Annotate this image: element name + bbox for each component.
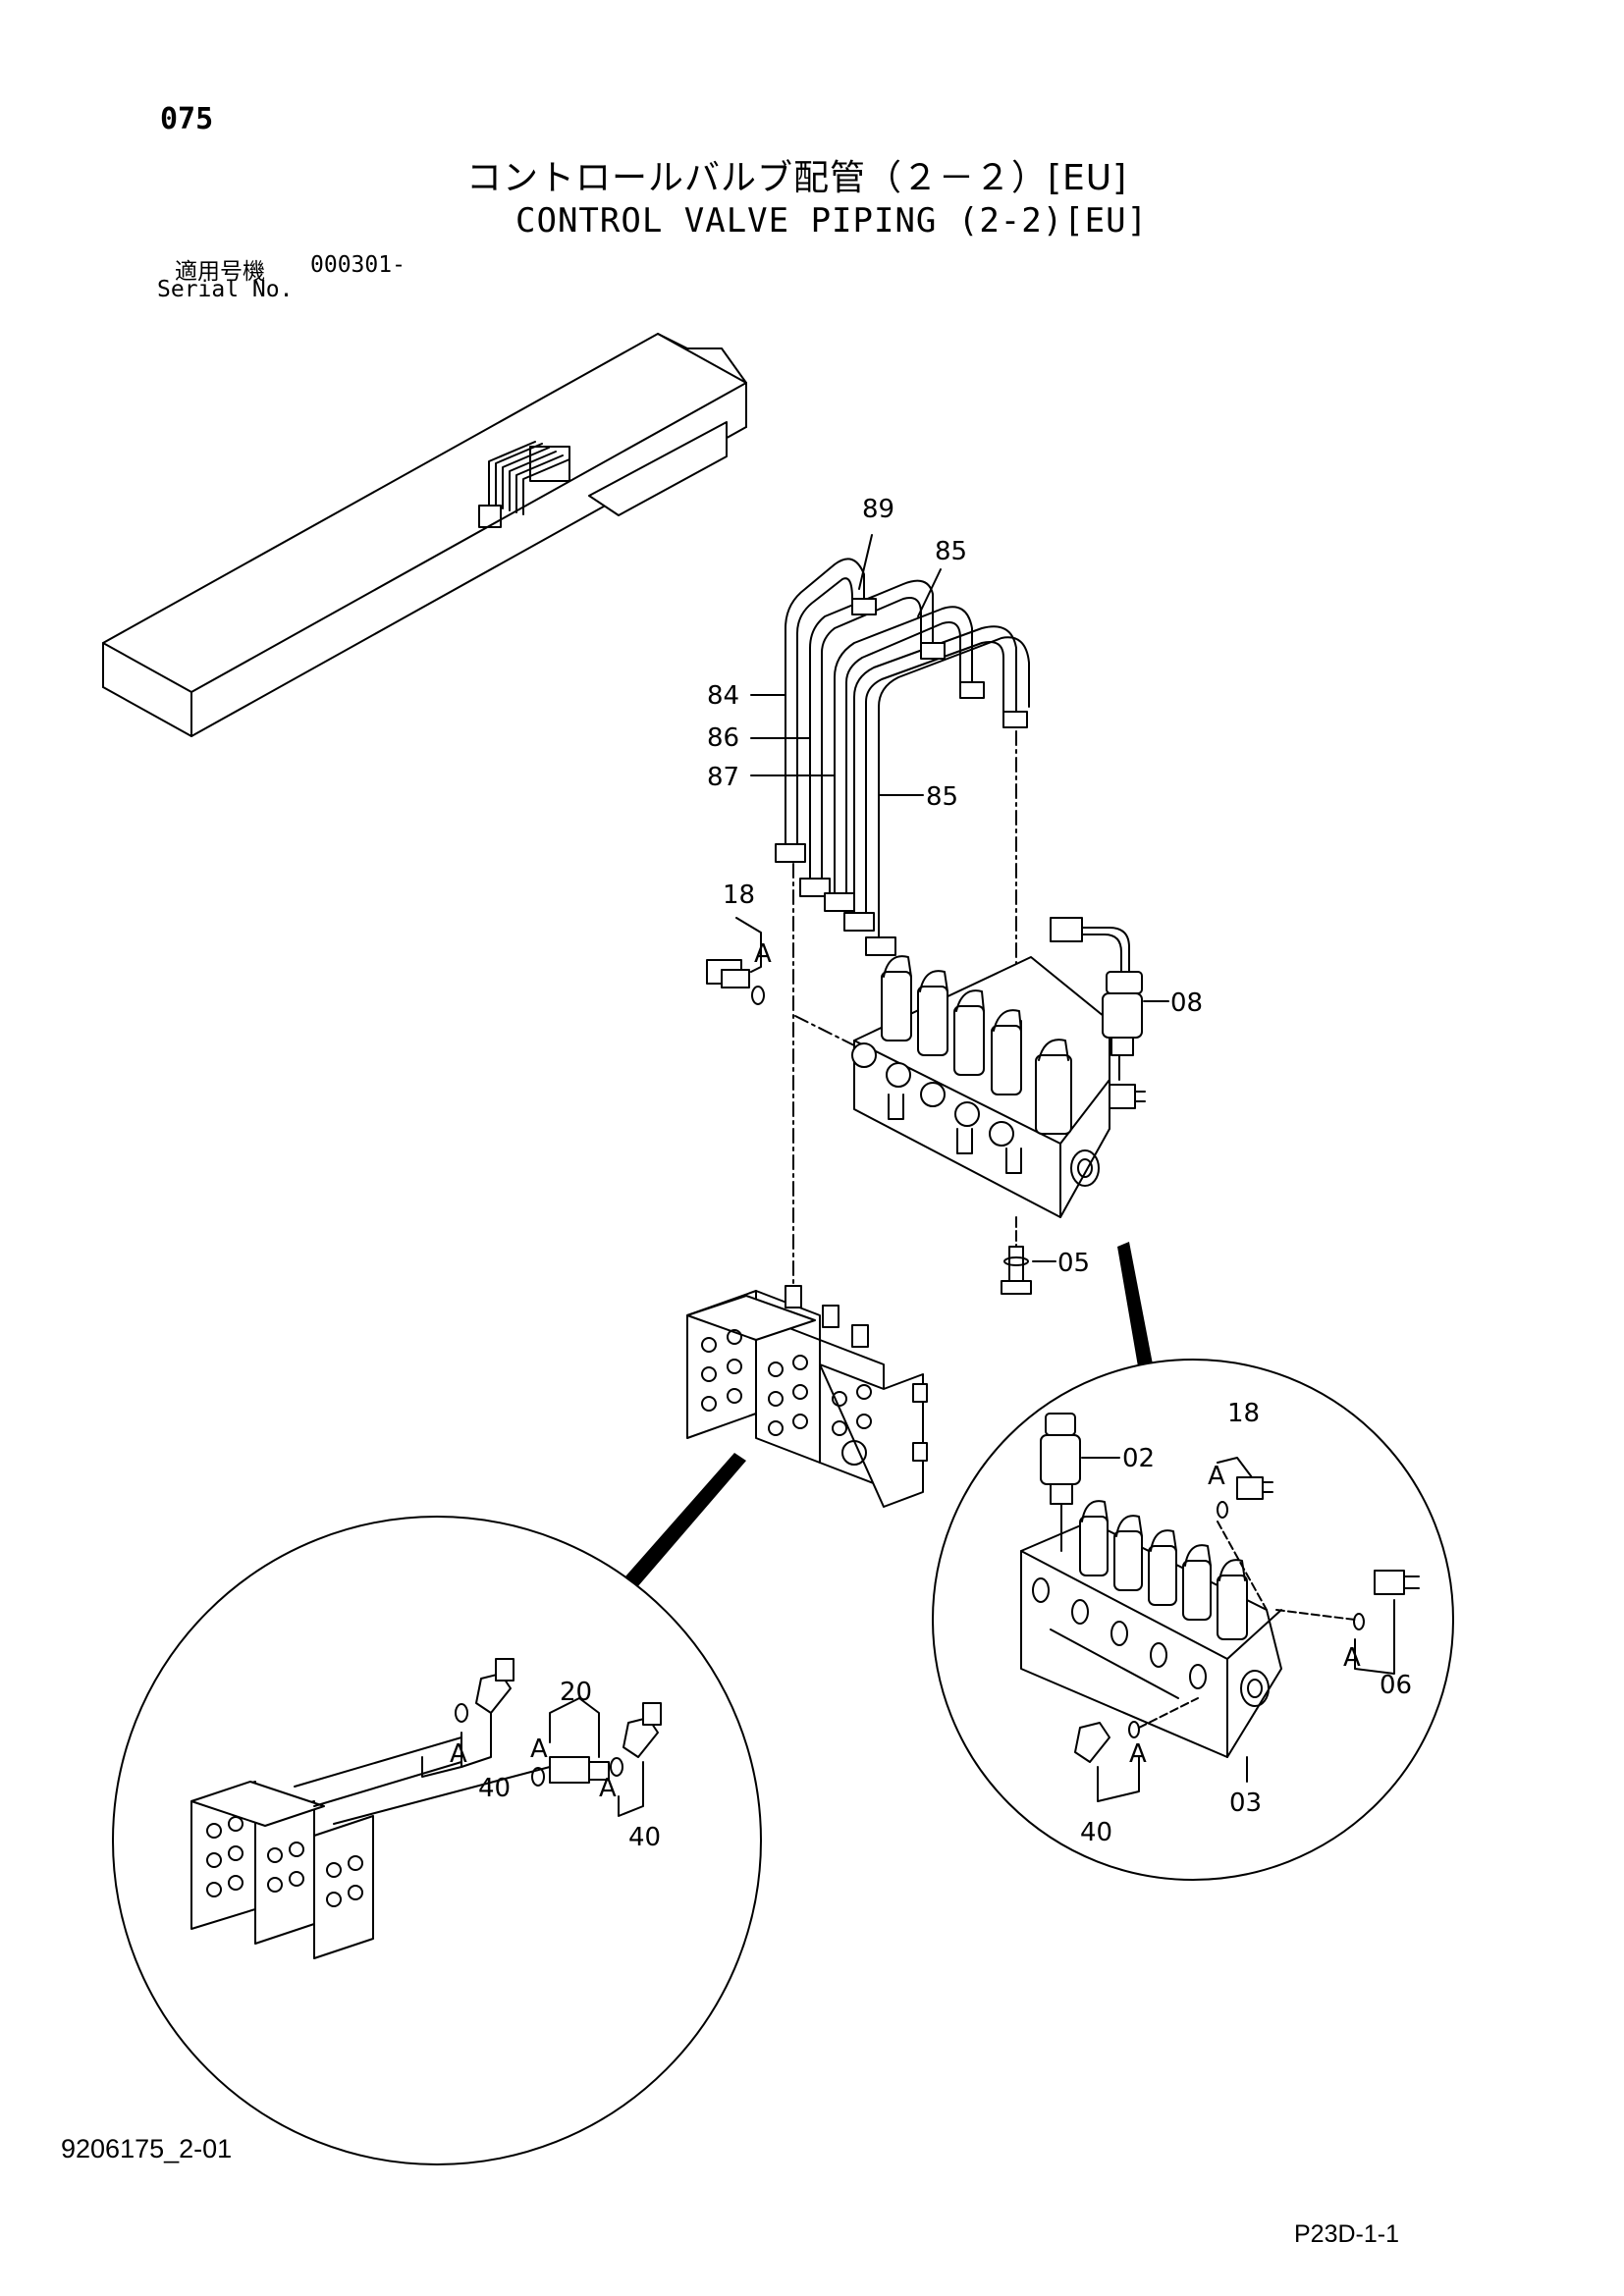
- callout-40-left-2: 40: [628, 1823, 661, 1852]
- callout-a-detail-right-2: A: [1343, 1643, 1361, 1673]
- callout-06: 06: [1380, 1671, 1412, 1700]
- callout-a-detail-left-1: A: [450, 1739, 467, 1769]
- solenoid-valve-assembly: [851, 955, 1146, 1218]
- callout-18-detail: 18: [1227, 1399, 1260, 1428]
- callout-85-upper: 85: [935, 537, 967, 566]
- detail-circle-left: [112, 1516, 762, 2165]
- callout-86: 86: [707, 723, 739, 753]
- callout-labels: 89 85 84 86 87 85 18 A 08 05 18 A 02 A 0…: [450, 495, 1412, 1852]
- page-title-english: CONTROL VALVE PIPING (2-2)[EU]: [515, 201, 1149, 240]
- serial-label-japanese: 適用号機: [175, 259, 265, 285]
- pipe-leader-lines: [750, 534, 942, 796]
- drawing-number: 9206175_2-01: [61, 2134, 233, 2163]
- callout-05: 05: [1057, 1249, 1090, 1278]
- callout-20: 20: [560, 1678, 592, 1707]
- callout-84: 84: [707, 681, 739, 711]
- callout-40-right: 40: [1080, 1818, 1112, 1847]
- machine-boom-overview: [102, 333, 747, 737]
- callout-08: 08: [1170, 988, 1203, 1018]
- callout-02: 02: [1122, 1444, 1155, 1473]
- serial-number-value: 000301-: [310, 252, 406, 278]
- callout-85-lower: 85: [926, 782, 958, 812]
- detail-circle-right: [932, 1359, 1454, 1881]
- callout-a-detail-left-2: A: [530, 1735, 548, 1764]
- callout-89: 89: [862, 495, 894, 524]
- control-valve-stack-center: [686, 1285, 928, 1508]
- pointer-wedge-right: [1117, 1242, 1154, 1372]
- pipe-assembly: [775, 558, 1030, 1287]
- callout-a-detail-left-3: A: [599, 1774, 617, 1803]
- serial-label-english: Serial No.: [157, 277, 294, 302]
- callout-a-detail-right-3: A: [1129, 1739, 1147, 1769]
- page-number: 075: [160, 102, 214, 136]
- callout-87: 87: [707, 763, 739, 792]
- fitting-18-top: [706, 917, 855, 1046]
- callout-40-left-1: 40: [478, 1774, 511, 1803]
- pressure-switch-08: [1050, 917, 1169, 1081]
- bolt-05: [1001, 1216, 1056, 1295]
- callout-03: 03: [1229, 1789, 1262, 1818]
- callout-a-detail-right-1: A: [1208, 1462, 1225, 1491]
- callout-a-top: A: [754, 939, 772, 969]
- callout-18-top: 18: [723, 881, 755, 910]
- page-title-japanese: コントロールバルブ配管（２－２）[EU]: [466, 158, 1128, 198]
- page-code: P23D-1-1: [1294, 2220, 1399, 2248]
